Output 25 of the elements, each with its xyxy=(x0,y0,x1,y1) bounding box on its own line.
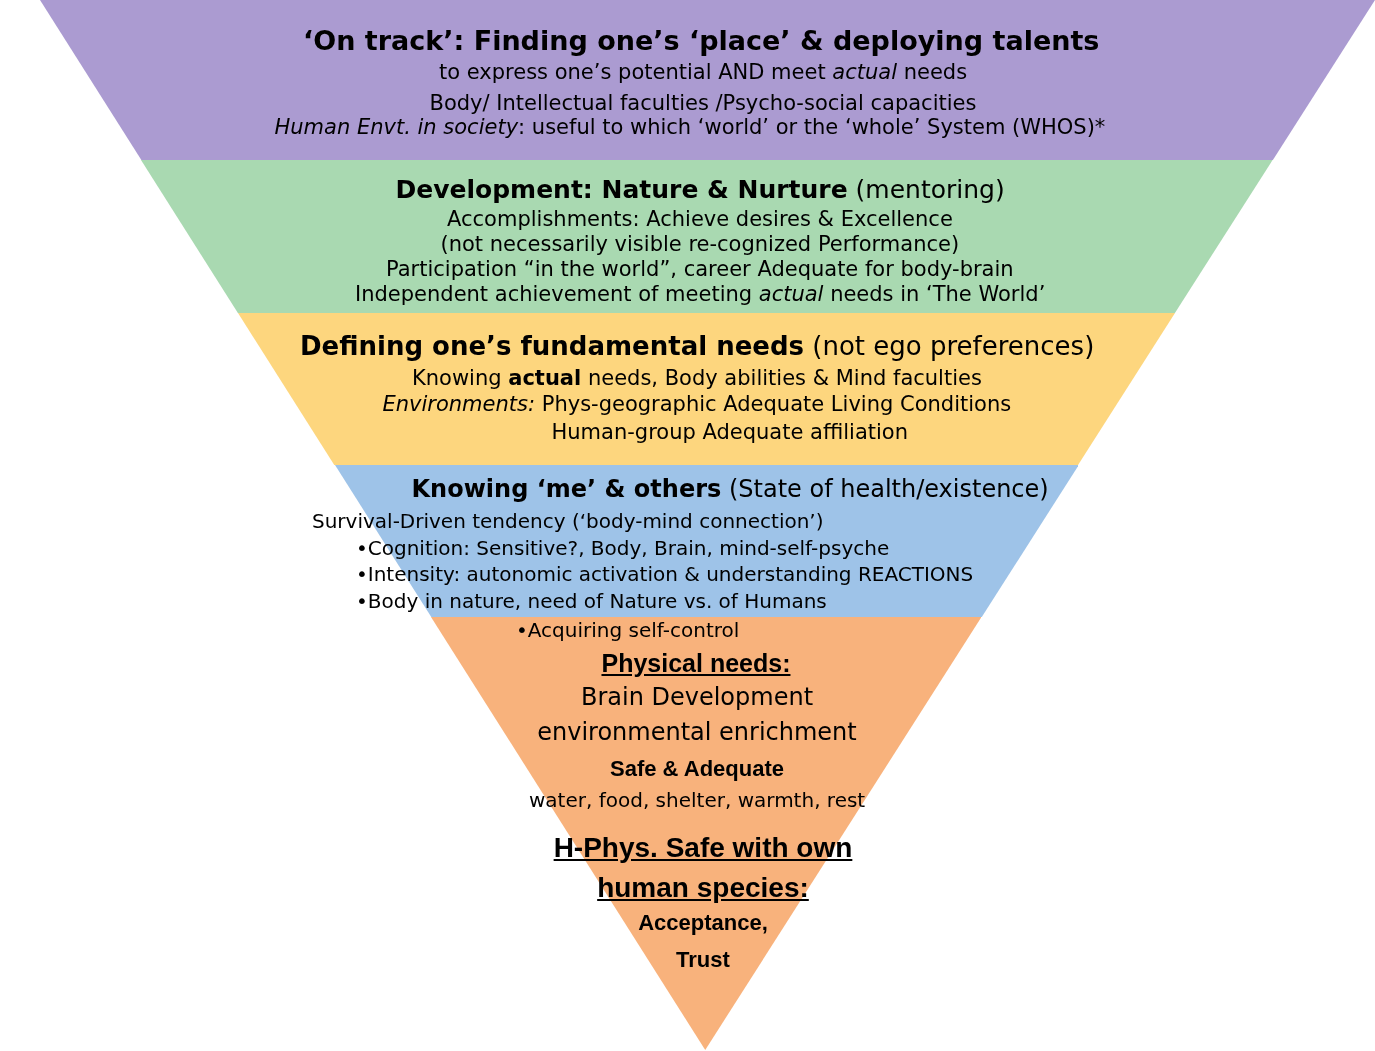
band-heading: ‘On track’: Finding one’s ‘place’ & deploying talents xyxy=(303,24,1100,56)
band-heading: Development: Nature & Nurture (mentoring) xyxy=(395,175,1005,205)
band-heading: Knowing ‘me’ & others (State of health/existence) xyxy=(411,476,1049,504)
band-text: water, food, shelter, warmth, rest xyxy=(529,788,866,812)
band-text: Body/ Intellectual faculties /Psycho-social capacities xyxy=(429,91,977,116)
band-text: Acceptance, Trust xyxy=(637,909,769,974)
band-text: Knowing actual needs, Body abilities & Mind faculties xyxy=(412,366,982,391)
band-text: H-Phys. Safe with own human species: xyxy=(552,831,854,905)
band-text: Survival-Driven tendency (‘body-mind connection’) xyxy=(312,509,824,533)
band-heading: Defining one’s fundamental needs (not ego preferences) xyxy=(300,332,1095,362)
band-text: •Intensity: autonomic activation & understanding REACTIONS xyxy=(356,562,974,586)
band-text: (not necessarily visible re-cognized Performance) xyxy=(440,232,960,257)
band-text: Independent achievement of meeting actual needs in ‘The World’ xyxy=(355,282,1046,307)
band-heading: •Acquiring self-control xyxy=(516,618,740,642)
band-text: Participation “in the world”, career Adequate for body-brain xyxy=(386,257,1014,282)
band-text: Brain Development environmental enrichment xyxy=(536,682,858,748)
band-text: Human Envt. in society: useful to which ‘world’ or the ‘whole’ System (WHOS)* xyxy=(274,115,1106,140)
band-text: •Cognition: Sensitive?, Body, Brain, mind-self-psyche xyxy=(356,536,890,560)
band-text: Accomplishments: Achieve desires & Excellence xyxy=(447,207,953,232)
band-text: Physical needs: xyxy=(601,648,791,678)
band-text: Human-group Adequate affiliation xyxy=(551,420,908,445)
band-text: to express one’s potential AND meet actual needs xyxy=(439,60,968,85)
band-text: Environments: Phys-geographic Adequate Living Conditions xyxy=(382,392,1012,417)
band-text: •Body in nature, need of Nature vs. of Humans xyxy=(356,589,827,613)
band-text: Safe & Adequate xyxy=(610,755,784,781)
